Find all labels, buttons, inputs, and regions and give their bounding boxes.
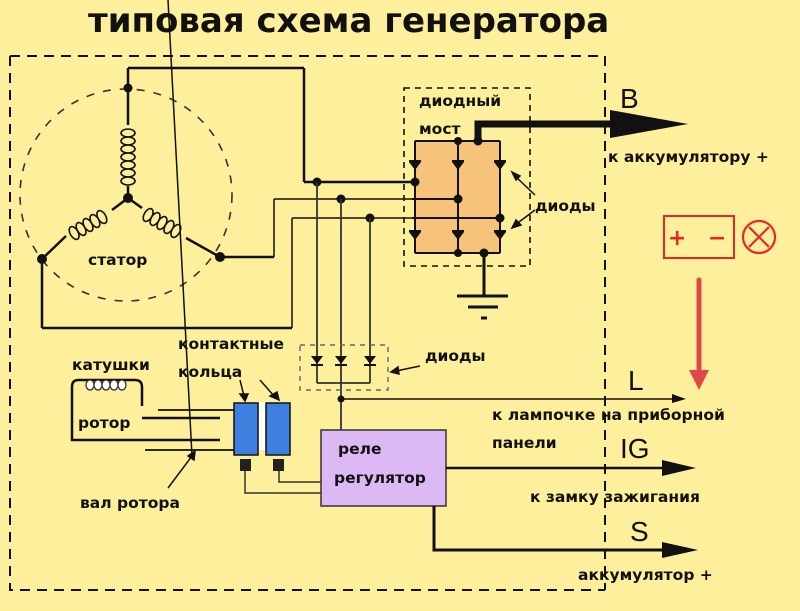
rotor-coils-glyph: [85, 379, 127, 391]
slip-ring-2: [265, 402, 291, 456]
terminal-s-desc: аккумулятор +: [578, 566, 713, 584]
sense-arrow: [662, 542, 698, 558]
terminal-b-desc: к аккумулятору +: [608, 148, 769, 166]
slip-ring-gap: [259, 402, 267, 450]
brush-1: [240, 459, 251, 471]
rotor-winding: [70, 378, 235, 451]
voltage-regulator: [320, 429, 447, 507]
terminal-l-desc-1: к лампочке на приборной: [492, 406, 725, 424]
diode-bridge-label-2: мост: [419, 120, 461, 138]
sense-wire: [432, 506, 670, 552]
bridge-diodes-pointers: [510, 170, 536, 230]
battery-plus-sign: +: [668, 226, 686, 251]
bridge-diodes: [409, 160, 506, 240]
brush-2: [273, 459, 284, 471]
terminal-b-label: B: [620, 83, 639, 114]
contact-rings-label-1: контактные: [178, 335, 284, 353]
regulator-label-1: реле: [338, 440, 381, 458]
generator-housing-border: [9, 55, 606, 591]
terminal-l-label: L: [628, 365, 644, 396]
contact-rings-pointers: [238, 379, 281, 403]
ground-symbol: [457, 253, 508, 320]
brush-wires: [244, 471, 321, 494]
diode-bridge-boundary: [403, 87, 531, 267]
aux-diode-feeds: [316, 182, 371, 440]
rotor-shaft-label: вал ротора: [80, 494, 180, 512]
rotor-coils-label: катушки: [72, 356, 150, 374]
warning-lamp-icon: [741, 219, 777, 255]
rotor-shaft-pointer: [167, 0, 196, 489]
lamp-arrow: [672, 394, 686, 403]
terminal-l-desc-2: панели: [492, 434, 557, 452]
stator-windings: [40, 66, 412, 330]
diagram-title: типовая схема генератора: [88, 1, 609, 41]
battery-output-arrow: [610, 110, 688, 138]
aux-diodes-boundary: [299, 344, 389, 391]
aux-diodes-pointer: [389, 365, 421, 375]
contact-rings-label-2: кольца: [178, 363, 242, 381]
aux-diodes-label: диоды: [425, 347, 486, 365]
terminal-ig-label: IG: [620, 433, 650, 464]
terminal-ig-desc: к замку зажигания: [530, 488, 700, 506]
battery-output-wire: [474, 120, 612, 141]
battery-minus-sign: −: [708, 226, 726, 251]
slip-ring-1: [233, 402, 259, 456]
bridge-diodes-label: диоды: [535, 197, 596, 215]
battery-indicator-box: [663, 215, 735, 259]
regulator-label-2: регулятор: [334, 469, 426, 487]
aux-diodes: [311, 356, 376, 403]
terminal-s-label: S: [630, 516, 649, 547]
diode-bridge-label-1: диодный: [419, 92, 501, 110]
ignition-arrow: [662, 460, 696, 476]
stator-label: статор: [88, 251, 147, 269]
rotor-label: ротор: [78, 414, 130, 432]
stator-nodes: [37, 83, 225, 264]
indicator-arrow-head: [689, 370, 709, 390]
